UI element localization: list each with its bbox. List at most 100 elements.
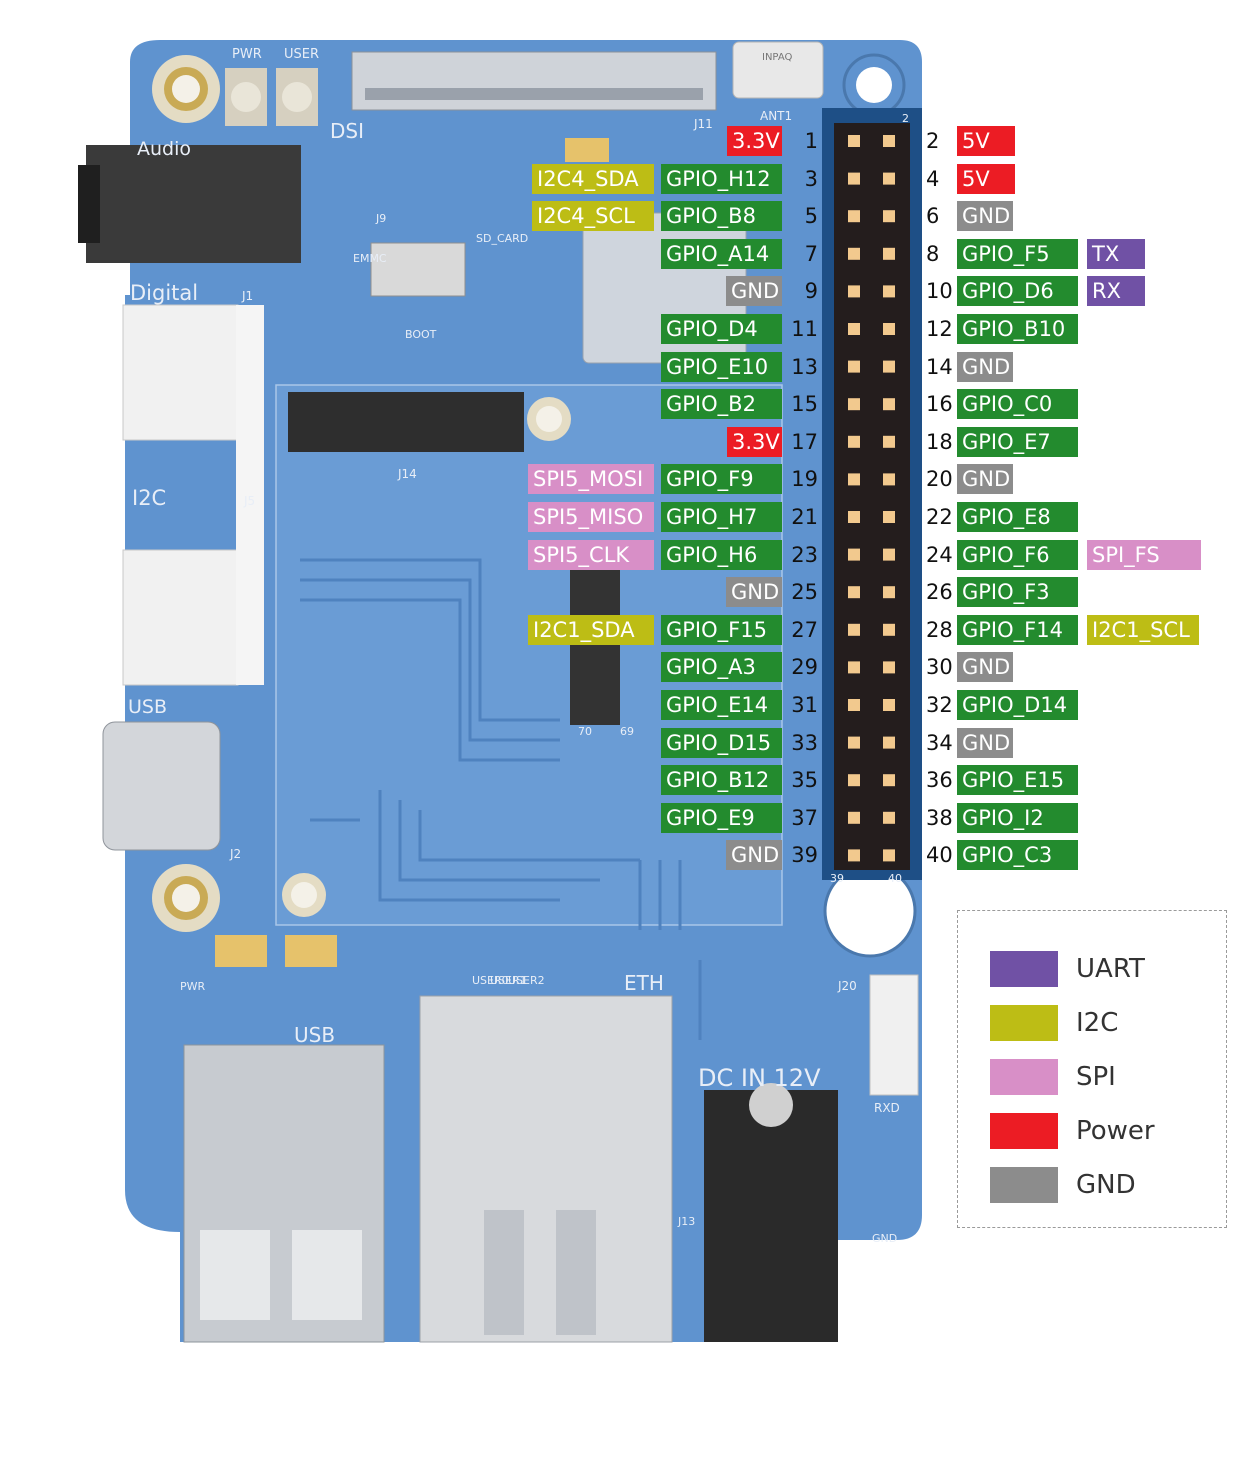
header-pin-pad bbox=[883, 511, 895, 523]
gpio-label: GPIO_A3 bbox=[661, 652, 782, 682]
gnd-label: GND bbox=[957, 464, 1013, 494]
silk-j5: J5 bbox=[243, 494, 255, 508]
gpio-label: GPIO_B8 bbox=[661, 201, 782, 231]
gpio-label: GPIO_B12 bbox=[661, 765, 782, 795]
b2b-connector bbox=[288, 392, 524, 452]
gpio-label: GPIO_H12 bbox=[661, 164, 782, 194]
header-pin-pad bbox=[883, 248, 895, 260]
header-pin-pad bbox=[883, 473, 895, 485]
silk-user: USER bbox=[284, 47, 319, 62]
header-pin-pad bbox=[848, 398, 860, 410]
i2c-label: I2C4_SCL bbox=[532, 201, 654, 231]
header-pin-pad bbox=[848, 812, 860, 824]
gpio-label: GPIO_E14 bbox=[661, 690, 782, 720]
gpio-label: GPIO_I2 bbox=[957, 803, 1078, 833]
silk-rxd: RXD bbox=[874, 1101, 900, 1115]
legend-label: UART bbox=[1076, 951, 1145, 987]
legend-swatch bbox=[990, 1005, 1058, 1041]
uart-label: RX bbox=[1087, 276, 1145, 306]
header-pin-pad bbox=[883, 661, 895, 673]
header-pin-pad bbox=[883, 361, 895, 373]
header-pin-pad bbox=[848, 774, 860, 786]
spi-label: SPI5_CLK bbox=[528, 540, 654, 570]
silk-eth: ETH bbox=[624, 971, 664, 995]
gpio-label: GPIO_B10 bbox=[957, 314, 1078, 344]
gpio-label: GPIO_E9 bbox=[661, 803, 782, 833]
silk-user0: USER0 bbox=[472, 974, 509, 987]
gpio-label: GPIO_C3 bbox=[957, 840, 1078, 870]
header-pin-pad bbox=[848, 661, 860, 673]
header-pin-pad bbox=[883, 849, 895, 861]
silk-ant1: ANT1 bbox=[760, 109, 792, 123]
silk-69: 69 bbox=[620, 725, 634, 738]
gpio-label: GPIO_H7 bbox=[661, 502, 782, 532]
ethernet-port bbox=[420, 996, 672, 1342]
power-label: 5V bbox=[957, 126, 1015, 156]
header-pin-pad bbox=[848, 248, 860, 260]
header-pin-pad bbox=[883, 774, 895, 786]
silk-j2: J2 bbox=[229, 847, 241, 861]
spi-label: SPI5_MISO bbox=[528, 502, 654, 532]
legend-swatch bbox=[990, 1059, 1058, 1095]
silk-j1: J1 bbox=[241, 289, 253, 303]
header-pin-pad bbox=[848, 173, 860, 185]
power-label: 3.3V bbox=[727, 126, 782, 156]
gpio-label: GPIO_E8 bbox=[957, 502, 1078, 532]
silk-gnd: GND bbox=[872, 1232, 897, 1245]
silk-pwr-led: PWR bbox=[180, 980, 206, 993]
silk-j9: J9 bbox=[375, 212, 386, 225]
dc-jack bbox=[704, 1090, 838, 1342]
silk-70: 70 bbox=[578, 725, 592, 738]
silk-boot: BOOT bbox=[405, 328, 437, 341]
header-pin-pad bbox=[883, 398, 895, 410]
silk-header-39: 39 bbox=[830, 872, 844, 885]
header-pin-pad bbox=[883, 737, 895, 749]
legend-label: I2C bbox=[1076, 1005, 1118, 1041]
gpio-label: GPIO_E10 bbox=[661, 352, 782, 382]
gpio-label: GPIO_H6 bbox=[661, 540, 782, 570]
dsi-connector bbox=[352, 52, 716, 110]
header-pin-pad bbox=[883, 210, 895, 222]
gpio-label: GPIO_F9 bbox=[661, 464, 782, 494]
gpio-label: GPIO_F5 bbox=[957, 239, 1078, 269]
header-pin-pad bbox=[883, 549, 895, 561]
gpio-label: GPIO_D4 bbox=[661, 314, 782, 344]
som-connector bbox=[570, 565, 620, 725]
header-pin-pad bbox=[883, 135, 895, 147]
silk-audio: Audio bbox=[137, 138, 191, 160]
gpio-label: GPIO_C0 bbox=[957, 389, 1078, 419]
uart-label: TX bbox=[1087, 239, 1145, 269]
silk-sdcard: SD_CARD bbox=[476, 232, 528, 245]
i2c-label: I2C1_SDA bbox=[528, 615, 654, 645]
gpio-label: GPIO_D14 bbox=[957, 690, 1078, 720]
i2c-label: I2C1_SCL bbox=[1087, 615, 1199, 645]
silk-usb-side: USB bbox=[128, 696, 167, 718]
header-pin-pad bbox=[883, 323, 895, 335]
legend-swatch bbox=[990, 951, 1058, 987]
gnd-label: GND bbox=[957, 201, 1013, 231]
i2c-connector bbox=[123, 550, 238, 685]
gpio-label: GPIO_E7 bbox=[957, 427, 1078, 457]
antenna bbox=[733, 42, 823, 98]
header-pin-pad bbox=[883, 812, 895, 824]
silk-j14: J14 bbox=[397, 467, 417, 481]
header-pin-pad bbox=[883, 285, 895, 297]
legend-label: GND bbox=[1076, 1167, 1136, 1203]
gpio-label: GPIO_F15 bbox=[661, 615, 782, 645]
silk-emmc: EMMC bbox=[353, 252, 387, 265]
audio-jack bbox=[86, 145, 301, 263]
header-pin-pad bbox=[883, 173, 895, 185]
header-pin-pad bbox=[848, 737, 860, 749]
gpio-label: GPIO_B2 bbox=[661, 389, 782, 419]
header-pin-pad bbox=[848, 361, 860, 373]
silk-j20: J20 bbox=[837, 979, 857, 993]
silk-usb-bottom: USB bbox=[294, 1023, 335, 1047]
legend-swatch bbox=[990, 1113, 1058, 1149]
silk-dsi: DSI bbox=[330, 119, 364, 143]
silk-dc-in: DC IN 12V bbox=[698, 1064, 821, 1092]
header-pin-pad bbox=[848, 624, 860, 636]
spi-label: SPI5_MOSI bbox=[528, 464, 654, 494]
gpio-label: GPIO_D15 bbox=[661, 728, 782, 758]
gpio-label: GPIO_F14 bbox=[957, 615, 1078, 645]
